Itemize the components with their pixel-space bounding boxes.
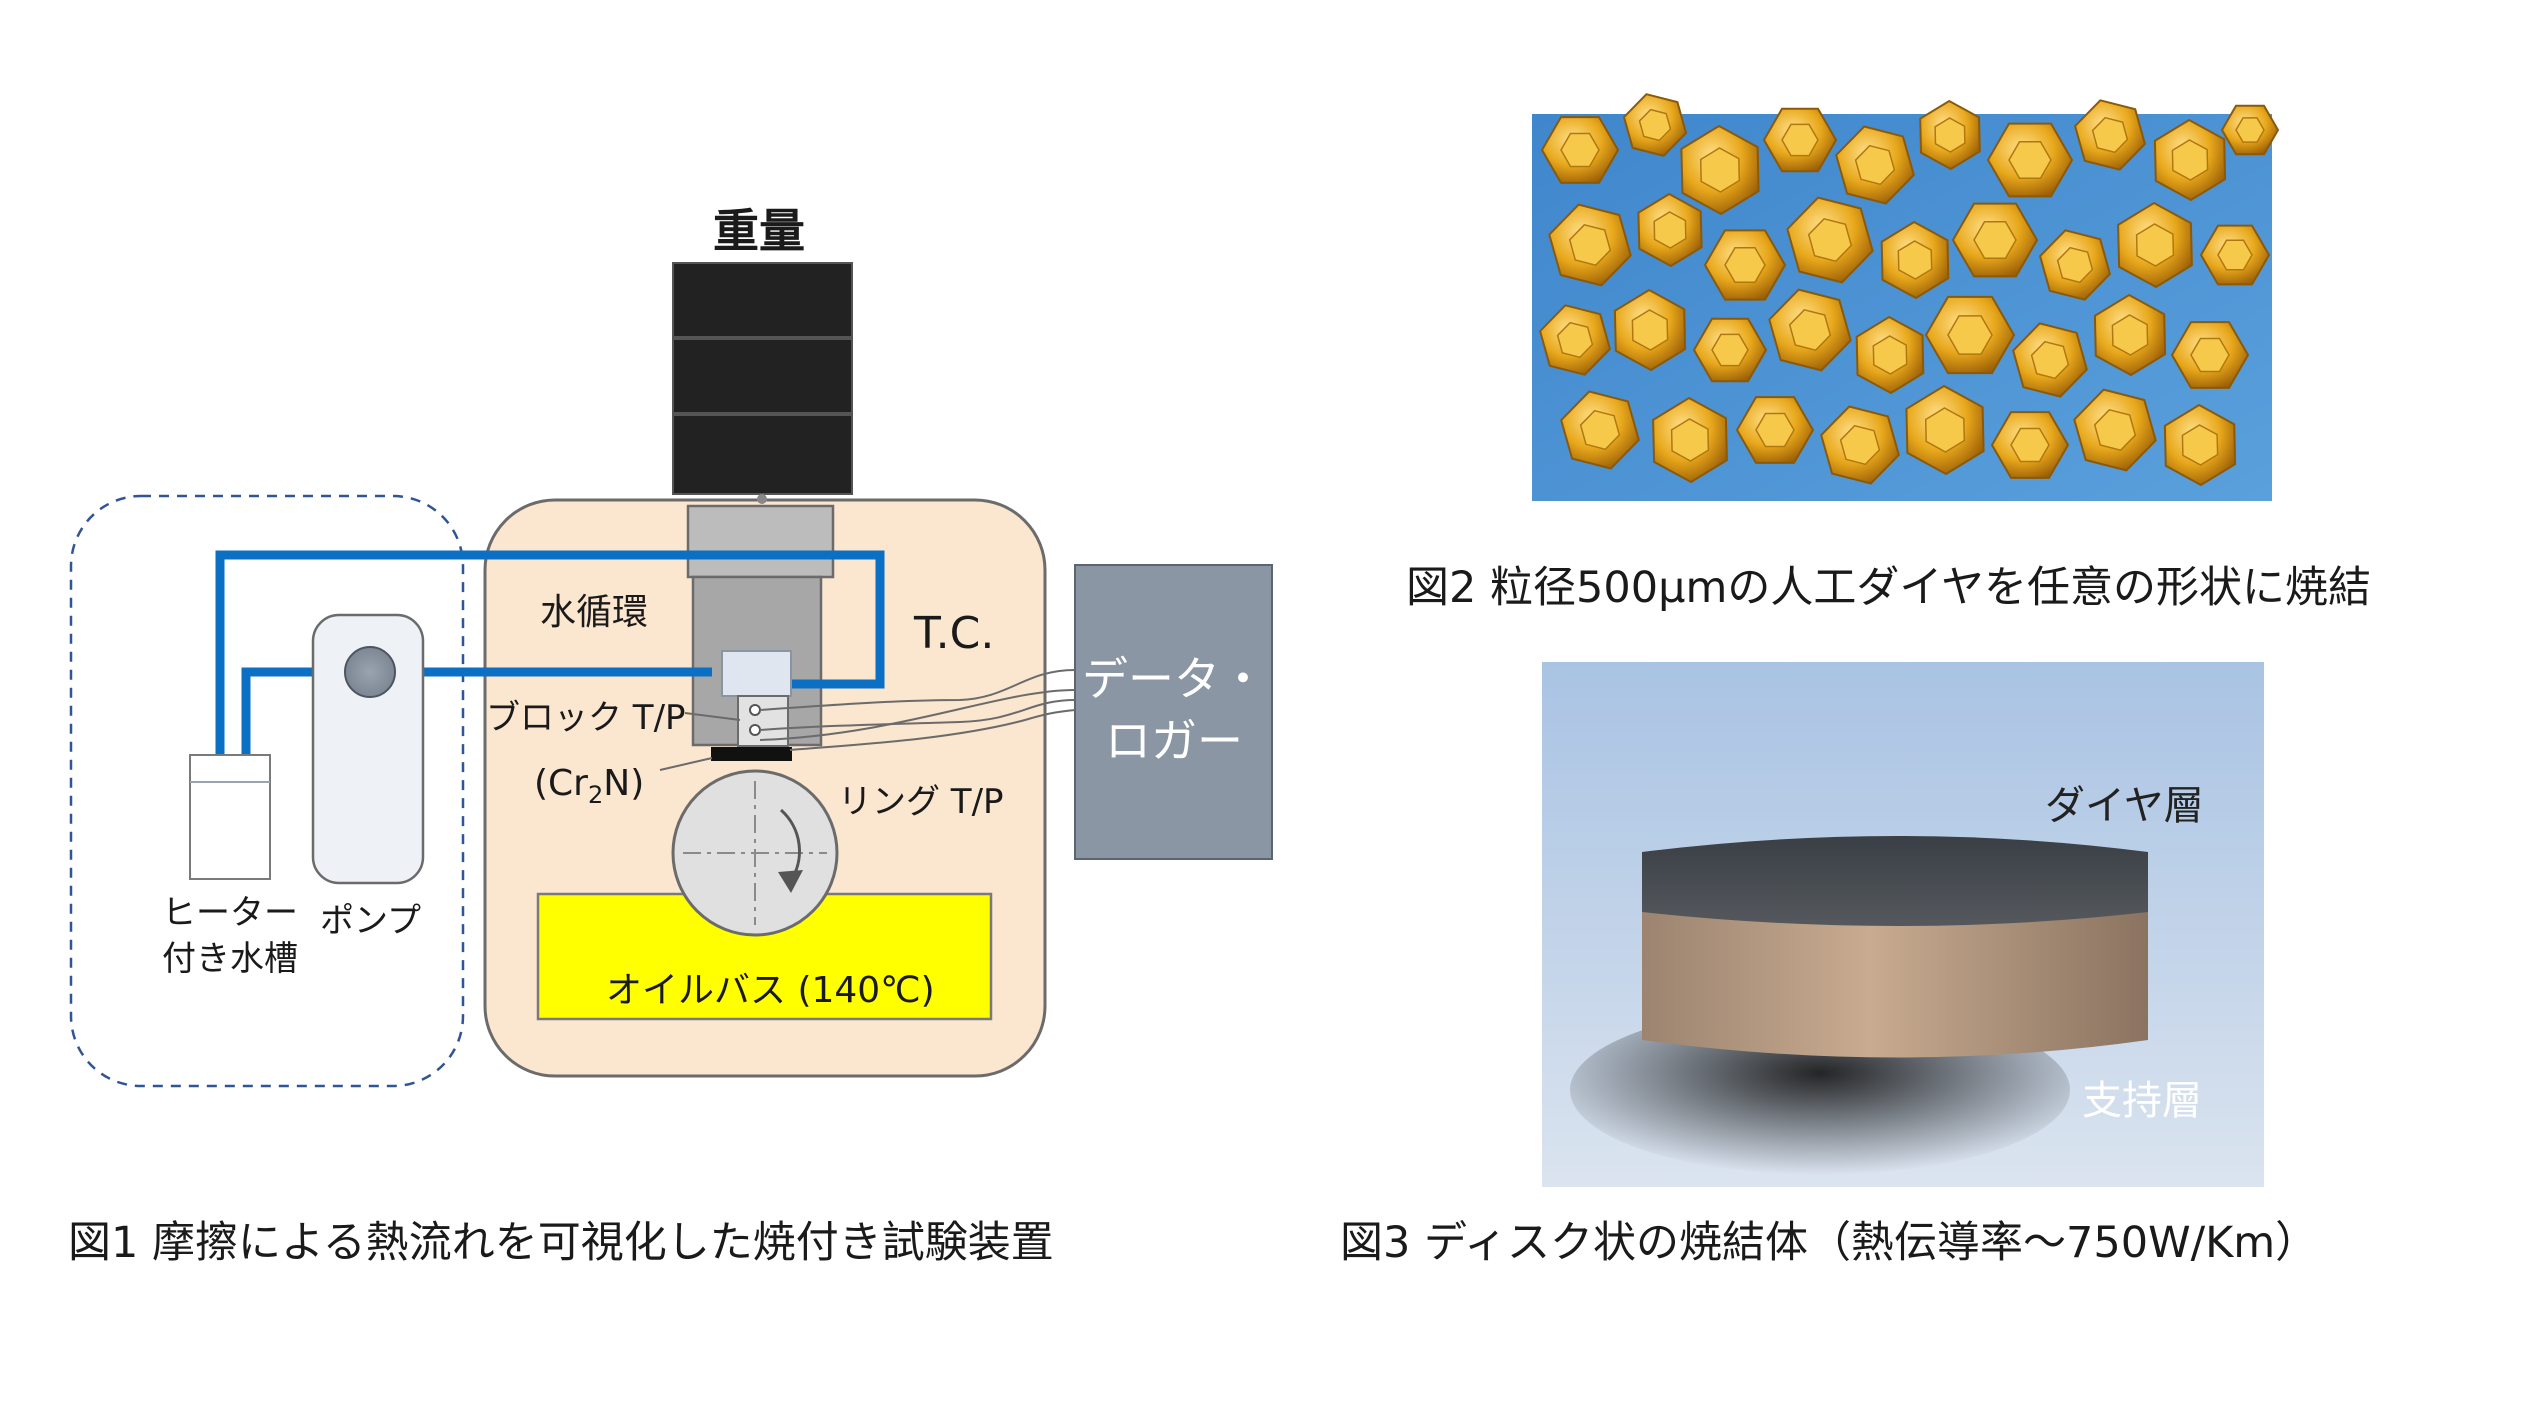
diamond-facet xyxy=(1560,132,1600,168)
diamond-facet xyxy=(1781,123,1819,157)
logger-line-1: データ・ xyxy=(1082,652,1266,706)
pump-label: ポンプ xyxy=(320,901,421,941)
tc-wire-3 xyxy=(789,709,1076,751)
diamond-facet xyxy=(2217,239,2253,271)
oil-bath-label: オイルバス (140℃) xyxy=(606,970,935,1011)
diamond-facet xyxy=(2181,424,2219,466)
weight-block-2 xyxy=(672,338,853,414)
tc-label: T.C. xyxy=(914,608,995,659)
fig3-caption: 図3 ディスク状の焼結体（熱伝導率～750W/Km） xyxy=(1340,1218,2319,1268)
diamond-facet xyxy=(1897,240,1933,280)
diamond-facet xyxy=(2093,408,2137,452)
ring-tp-label: リング T/P xyxy=(838,782,1004,822)
diamond-facet xyxy=(2171,139,2209,181)
diamond-facet xyxy=(1839,424,1881,466)
pump-circle-icon xyxy=(344,646,396,698)
logger-line-2: ロガー xyxy=(1105,714,1243,768)
weight-pivot xyxy=(757,494,767,504)
diamond-facet xyxy=(1653,211,1687,249)
diamond-facet xyxy=(1973,221,2017,259)
diamond-layer-label: ダイヤ層 xyxy=(2045,783,2204,829)
diamond-facet xyxy=(2235,117,2265,143)
block-tp-point-2 xyxy=(749,724,761,736)
heater-line-1: ヒーター xyxy=(162,893,298,933)
rotation-arrowhead xyxy=(778,870,803,893)
block-specimen xyxy=(721,650,792,697)
cr2n-label: (Cr2N) xyxy=(534,763,644,809)
heater-water-tank xyxy=(189,754,271,880)
heater-line-2: 付き水槽 xyxy=(162,939,298,979)
diamond-facet xyxy=(1699,147,1741,193)
diamond-facet xyxy=(2010,427,2050,463)
heater-pump-enclosure xyxy=(69,494,465,1088)
tc-wire-1 xyxy=(759,669,1076,711)
cr2n-suffix: N) xyxy=(603,763,645,804)
diamond-facet xyxy=(2008,141,2052,179)
diamond-facet xyxy=(1788,308,1832,352)
diamond-facet xyxy=(1807,217,1853,263)
diamond-facet xyxy=(1947,315,1993,355)
diamond-facet xyxy=(1568,223,1612,267)
cr2n-coating xyxy=(711,747,792,761)
diamond-facet xyxy=(1924,407,1966,453)
diamond-facet xyxy=(1854,144,1896,186)
diamond-facet xyxy=(1755,412,1795,448)
cr2n-subscript: 2 xyxy=(587,781,604,810)
support-layer-label: 支持層 xyxy=(2082,1078,2202,1124)
block-tp-leader xyxy=(684,712,741,721)
logger-label: データ・ ロガー xyxy=(1078,648,1270,772)
pump-body xyxy=(311,613,425,885)
block-tp-label: ブロック T/P xyxy=(486,698,686,738)
diamond-facet xyxy=(1631,309,1669,351)
cr2n-prefix: (Cr xyxy=(534,763,588,804)
weight-label: 重量 xyxy=(713,204,805,258)
diamond-grains xyxy=(1538,93,2280,487)
cr2n-leader xyxy=(659,757,713,771)
fig2-caption: 図2 粒径500μmの人工ダイヤを任意の形状に焼結 xyxy=(1406,563,2372,613)
diamond-facet xyxy=(2030,340,2070,380)
data-logger xyxy=(1074,564,1273,860)
diamond-facet xyxy=(1711,333,1749,367)
fig1-diagram xyxy=(69,262,1273,1088)
tc-wire-2 xyxy=(759,699,1076,731)
diamond-facet xyxy=(1934,117,1966,153)
diamond-facet xyxy=(2111,314,2149,356)
weight-block-3 xyxy=(672,414,853,495)
load-head xyxy=(686,504,835,579)
weight-block-1 xyxy=(672,262,853,338)
diamond-facet xyxy=(1638,108,1672,142)
fig2-diamond-photo xyxy=(1532,93,2280,501)
block-tp-box xyxy=(737,695,789,747)
fig1-caption: 図1 摩擦による熱流れを可視化した焼付き試験装置 xyxy=(68,1218,1054,1268)
tc-wire-4 xyxy=(759,689,1076,741)
diamond-facet xyxy=(2091,116,2129,154)
diamond-facet xyxy=(1724,246,1766,284)
water-circulation-label: 水循環 xyxy=(540,592,649,633)
diamond-facet xyxy=(1579,409,1621,451)
diamond-facet xyxy=(2056,246,2094,284)
diamond-facet xyxy=(2135,223,2175,267)
block-tp-point-1 xyxy=(749,704,761,716)
diamond-facet xyxy=(1872,335,1908,375)
diamond-facet xyxy=(1670,418,1710,462)
diamond-facet xyxy=(1556,321,1594,359)
diamond-facet xyxy=(2190,337,2230,373)
fig3-disk-photo xyxy=(1542,662,2264,1187)
diamond-layer xyxy=(1642,836,2148,926)
heater-tank-label: ヒーター 付き水槽 xyxy=(150,890,310,982)
support-layer xyxy=(1642,905,2148,1058)
water-pipe-return xyxy=(215,550,885,810)
